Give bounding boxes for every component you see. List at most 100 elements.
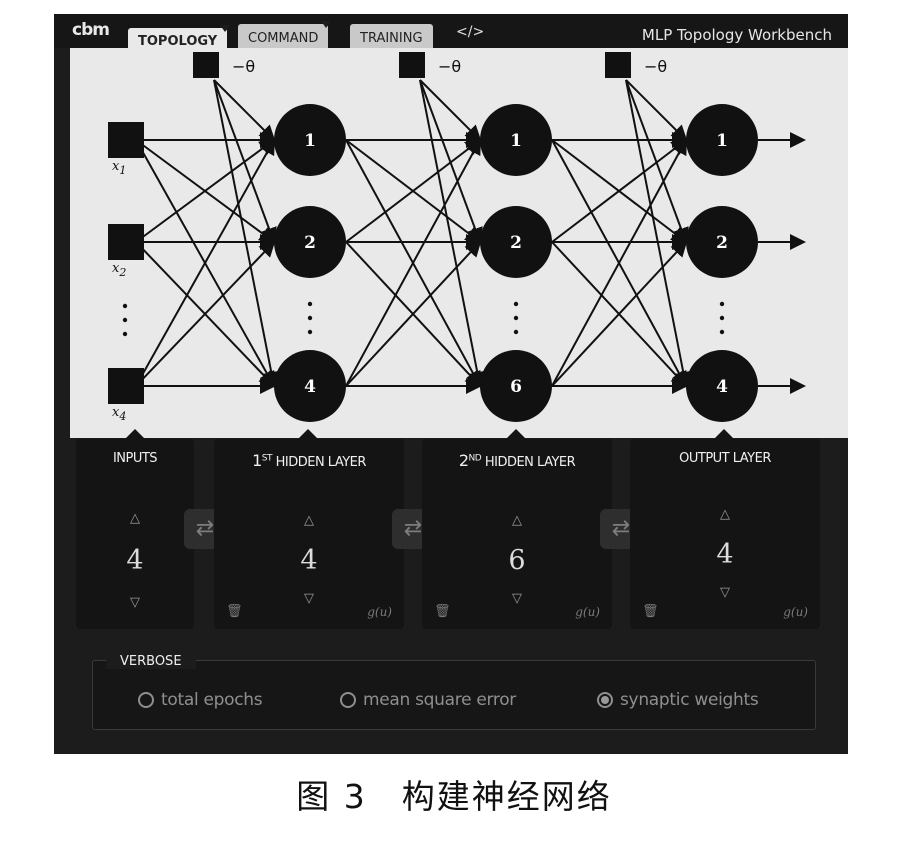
neuron-node	[686, 104, 758, 176]
radio-mean-square-error[interactable]: mean square error	[340, 690, 516, 710]
neuron-node	[480, 206, 552, 278]
hidden2-title: 2ND HIDDEN LAYER	[422, 451, 612, 470]
ellipsis-dot	[122, 317, 128, 323]
hidden2-title-sup: ND	[468, 453, 482, 464]
panel-notch	[125, 429, 145, 439]
output-activation-function[interactable]: g(u)	[783, 605, 808, 619]
ellipsis-dot	[513, 315, 519, 321]
ellipsis-dot	[513, 301, 519, 307]
top-bar: cbm TOPOLOGY COMMAND TRAINING </> MLP To…	[54, 14, 848, 52]
verbose-group	[92, 660, 816, 730]
neuron-node	[274, 350, 346, 422]
tab-command-label: COMMAND	[248, 31, 319, 46]
output-count: 4	[716, 539, 734, 570]
bias-synapse-line	[213, 79, 277, 244]
hidden1-activation-function[interactable]: g(u)	[367, 605, 392, 619]
radio-total-epochs[interactable]: total epochs	[138, 690, 263, 710]
neuron-label: 1	[716, 131, 728, 151]
bias-node	[605, 52, 631, 78]
neuron-label: 2	[716, 233, 728, 253]
tab-caret-icon	[220, 25, 231, 32]
network-diagram: −θ −θ −θ x1 x2 x4 1 2 4 1 2 6 1 2 4	[108, 52, 806, 423]
neuron-label: 2	[304, 233, 316, 253]
output-delete-icon[interactable]: 🗑	[642, 604, 659, 619]
synapse-line	[345, 138, 482, 243]
inputs-title: INPUTS	[112, 451, 158, 466]
input-node	[108, 368, 144, 404]
synapse-line	[551, 240, 688, 387]
input-node	[108, 122, 144, 158]
output-increase-button[interactable]: △	[720, 507, 730, 522]
tab-training-label: TRAINING	[360, 31, 423, 46]
bias-synapse-line	[625, 79, 692, 388]
input-label: x1	[112, 159, 126, 177]
synapse-line	[551, 138, 688, 243]
ellipsis-dot	[122, 303, 128, 309]
neuron-label: 4	[304, 377, 316, 397]
ellipsis-dot	[307, 329, 313, 335]
bias-node	[193, 52, 219, 78]
bias-label: −θ	[644, 57, 667, 76]
neuron-label: 1	[510, 131, 522, 151]
hidden2-decrease-button[interactable]: ▽	[512, 591, 522, 606]
bias-synapse-line	[419, 79, 483, 244]
input-node	[108, 224, 144, 260]
synapse-connections	[135, 79, 806, 394]
tab-topology-label: TOPOLOGY	[138, 34, 218, 49]
panel-notch	[714, 429, 734, 439]
code-icon[interactable]: </>	[456, 24, 485, 40]
ellipsis-dot	[719, 329, 725, 335]
hidden1-increase-button[interactable]: △	[304, 513, 314, 528]
bias-label: −θ	[438, 57, 461, 76]
hidden2-delete-icon[interactable]: 🗑	[434, 604, 451, 619]
neuron-label: 2	[510, 233, 522, 253]
network-nodes: −θ −θ −θ x1 x2 x4 1 2 4 1 2 6 1 2 4	[108, 52, 758, 423]
neuron-node	[274, 206, 346, 278]
radio-button-selected-icon	[597, 692, 613, 708]
bias-synapse-line	[625, 79, 688, 142]
app-title: MLP Topology Workbench	[641, 26, 832, 44]
neuron-node	[480, 104, 552, 176]
neuron-label: 4	[716, 377, 728, 397]
input-label: x2	[112, 261, 126, 279]
hidden1-delete-icon[interactable]: 🗑	[226, 604, 243, 619]
hidden2-panel: 2ND HIDDEN LAYER △ 6 ▽ 🗑 g(u)	[422, 429, 612, 629]
radio-synaptic-weights[interactable]: synaptic weights	[597, 690, 759, 710]
output-title: OUTPUT LAYER	[679, 451, 771, 466]
hidden1-count: 4	[300, 545, 318, 576]
tab-training[interactable]: TRAINING	[350, 24, 433, 50]
ellipsis-dot	[122, 331, 128, 337]
hidden1-title-num: 1	[252, 451, 262, 470]
bias-synapse-line	[625, 79, 689, 244]
output-decrease-button[interactable]: ▽	[720, 585, 730, 600]
figure-caption: 图 3 构建神经网络	[296, 777, 612, 816]
synapse-line	[345, 240, 482, 387]
hidden2-increase-button[interactable]: △	[512, 513, 522, 528]
bias-synapse-line	[213, 79, 280, 388]
ellipsis-dot	[719, 315, 725, 321]
hidden1-panel: 1ST HIDDEN LAYER △ 4 ▽ 🗑 g(u)	[214, 429, 404, 629]
app-logo: cbm	[72, 20, 110, 40]
neuron-node	[480, 350, 552, 422]
radio-button-icon	[340, 692, 356, 708]
bias-label: −θ	[232, 57, 255, 76]
ellipsis-dot	[719, 301, 725, 307]
panel-notch	[298, 429, 318, 439]
hidden1-decrease-button[interactable]: ▽	[304, 591, 314, 606]
hidden1-title-text: HIDDEN LAYER	[275, 455, 367, 470]
ellipsis-dot	[513, 329, 519, 335]
input-label: x4	[112, 405, 126, 423]
neuron-label: 1	[304, 131, 316, 151]
neuron-label: 6	[510, 377, 522, 397]
hidden2-activation-function[interactable]: g(u)	[575, 605, 600, 619]
topology-canvas: −θ −θ −θ x1 x2 x4 1 2 4 1 2 6 1 2 4	[70, 48, 848, 438]
tab-caret-icon	[321, 21, 332, 28]
inputs-panel: INPUTS △ 4 ▽	[76, 429, 194, 629]
hidden2-count: 6	[508, 545, 526, 576]
neuron-node	[686, 206, 758, 278]
inputs-increase-button[interactable]: △	[130, 511, 140, 526]
ellipsis-dot	[307, 315, 313, 321]
radio-total-epochs-label: total epochs	[161, 690, 263, 710]
inputs-decrease-button[interactable]: ▽	[130, 595, 140, 610]
tab-command[interactable]: COMMAND	[238, 21, 332, 50]
